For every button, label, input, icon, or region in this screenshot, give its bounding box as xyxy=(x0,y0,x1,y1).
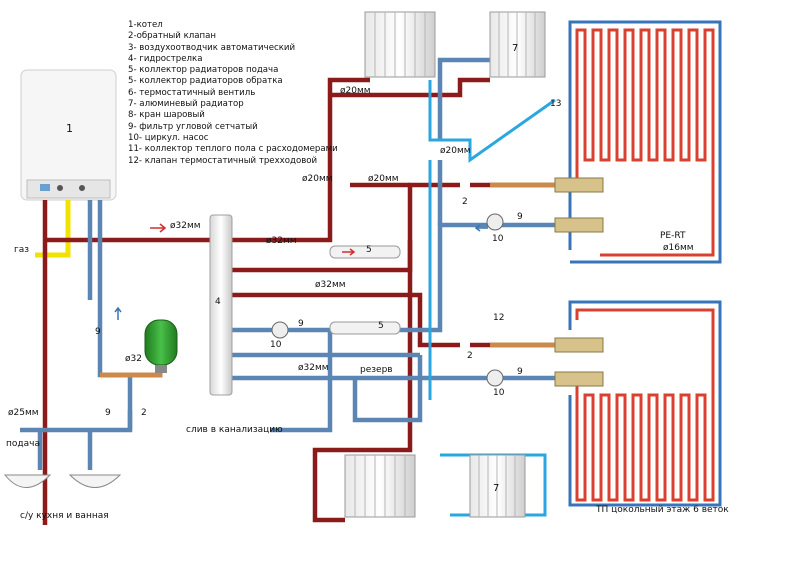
diameter-label: ø32мм xyxy=(266,236,297,246)
hydraulic-separator xyxy=(209,214,233,396)
callout-number: 2 xyxy=(141,408,147,418)
boiler-number: 1 xyxy=(66,122,73,135)
radiator-top-right xyxy=(489,11,546,78)
radiator-top-left xyxy=(364,11,436,78)
gas-pipe xyxy=(35,200,71,258)
floor-heating-label: ТП цокольный этаж 6 веток xyxy=(596,505,729,515)
diameter-label: ø32мм xyxy=(315,280,346,290)
legend-item: 6- термостатичный вентиль xyxy=(128,87,256,98)
diameter-label: ø20мм xyxy=(302,174,333,184)
diameter-label: ø20мм xyxy=(368,174,399,184)
callout-number: 10 xyxy=(493,388,505,398)
callout-number: 4 xyxy=(215,297,221,307)
radiator-bottom-right xyxy=(469,454,526,518)
callout-number: 2 xyxy=(462,197,468,207)
gas-label: газ xyxy=(14,245,30,255)
legend-item: 11- коллектор теплого пола с расходомера… xyxy=(128,144,338,155)
legend-item: 5- коллектор радиаторов обратка xyxy=(128,76,283,87)
drain-label: слив в канализацию xyxy=(186,425,283,435)
callout-number: 10 xyxy=(492,234,504,244)
sanitary-label: с/у кухня и ванная xyxy=(20,511,109,521)
diameter-label: ø20мм xyxy=(440,146,471,156)
supply-label: подача xyxy=(6,439,40,449)
callout-number: 9 xyxy=(517,367,523,377)
expansion-tank xyxy=(144,319,178,373)
diameter-label: ø32 xyxy=(125,354,142,364)
legend-item: 2-обратный клапан xyxy=(128,31,217,42)
callout-number: 13 xyxy=(550,99,562,109)
callout-number: 5 xyxy=(366,245,372,255)
legend-item: 4- гидрострелка xyxy=(128,53,203,64)
callout-number: 9 xyxy=(95,327,101,337)
radiator-collectors xyxy=(329,245,401,335)
radiator-bottom-left xyxy=(344,454,416,518)
floor-heating-manifolds xyxy=(554,177,604,387)
boiler xyxy=(20,69,117,201)
reserve-label: резерв xyxy=(360,365,393,375)
sink-right xyxy=(68,474,122,488)
circulation-pumps xyxy=(271,213,504,387)
diameter-label: ø32мм xyxy=(298,363,329,373)
floor-heating-loops-upper xyxy=(568,20,722,264)
floor-heating-loops-lower xyxy=(568,300,722,507)
diameter-16-label: ø16мм xyxy=(663,243,694,253)
diameter-label: ø25мм xyxy=(8,408,39,418)
callout-number: 10 xyxy=(270,340,282,350)
callout-number: 2 xyxy=(467,351,473,361)
callout-number: 7 xyxy=(512,43,519,54)
legend: 1-котел 2-обратный клапан 3- воздухоотво… xyxy=(128,20,338,167)
sink-left xyxy=(3,474,52,488)
legend-item: 3- воздухоотводчик автоматический xyxy=(128,42,296,53)
legend-item: 9- фильтр угловой сетчатый xyxy=(128,121,258,132)
pe-rt-label: PE-RT xyxy=(660,231,686,241)
callout-number: 9 xyxy=(298,319,304,329)
diameter-label: ø32мм xyxy=(170,221,201,231)
legend-item: 10- циркул. насос xyxy=(128,132,209,143)
legend-item: 1-котел xyxy=(128,20,163,30)
diameter-label: ø20мм xyxy=(340,86,371,96)
callout-number: 9 xyxy=(517,212,523,222)
legend-item: 12- клапан термостатичный трехходовой xyxy=(128,155,318,166)
callout-number: 7 xyxy=(493,483,500,494)
callout-number: 12 xyxy=(493,313,505,323)
callout-number: 5 xyxy=(378,321,384,331)
legend-item: 8- кран шаровый xyxy=(128,110,205,121)
callout-number: 9 xyxy=(105,408,111,418)
return-pipes xyxy=(20,57,560,470)
legend-item: 7- алюминевый радиатор xyxy=(128,99,244,110)
legend-item: 5- коллектор радиаторов подача xyxy=(128,65,279,76)
flow-arrows xyxy=(114,223,488,320)
